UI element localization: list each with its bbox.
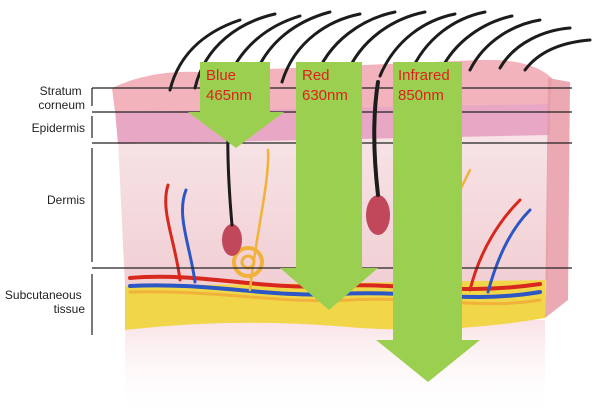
arrow-red-wavelength: 630nm [302, 87, 348, 104]
layer-label-line: tissue [54, 302, 86, 316]
arrow-red: Red 630nm [280, 62, 378, 310]
layer-label-line: Dermis [47, 193, 85, 207]
vein-branch [486, 208, 532, 294]
arrow-red-name: Red [302, 67, 330, 84]
layer-label-dermis: Dermis [47, 193, 85, 207]
arrow-blue-name: Blue [206, 67, 236, 84]
layer-label-line: Stratum [40, 84, 82, 98]
layer-label-epidermis: Epidermis [32, 121, 85, 135]
arrow-infrared-wavelength: 850nm [398, 87, 444, 104]
layer-labels: Stratum corneum Epidermis Dermis Subcuta… [5, 84, 85, 316]
hair-bulb [366, 195, 390, 235]
hair-shaft [372, 80, 380, 197]
artery-branch [468, 198, 522, 292]
hair-strand [378, 12, 457, 78]
arrow-infrared-shape [376, 62, 480, 382]
layer-label-line: Epidermis [32, 121, 85, 135]
arrow-infrared-name: Infrared [398, 67, 450, 84]
arrow-blue-wavelength: 465nm [206, 87, 252, 104]
arrow-infrared: Infrared 850nm [376, 62, 480, 382]
hair-bulb [222, 224, 242, 256]
layer-label-stratum-corneum: Stratum corneum [38, 84, 85, 112]
right-side-face [545, 78, 570, 318]
hair-strand [498, 26, 572, 70]
hair-strand [193, 12, 277, 90]
arrow-red-shape [280, 62, 378, 310]
hair-strand [468, 18, 542, 72]
arrow-blue-shape [188, 62, 284, 148]
arrow-blue-label: Blue 465nm [206, 67, 252, 104]
layer-label-subcutaneous-tissue: Subcutaneous tissue [5, 288, 85, 316]
hair-strand [168, 18, 242, 92]
nerve [128, 290, 542, 306]
hair-strand [523, 38, 592, 72]
reflection [125, 320, 545, 415]
layer-label-line: corneum [38, 98, 85, 112]
vein-branch [181, 188, 197, 284]
nerve-branch [248, 148, 270, 292]
arrow-infrared-label: Infrared 850nm [398, 67, 454, 104]
hair-strand [280, 12, 362, 84]
arrow-red-label: Red 630nm [302, 67, 348, 104]
light-arrows: Blue 465nm Red 630nm Infrared 850nm [188, 62, 480, 382]
arrow-blue: Blue 465nm [188, 62, 284, 148]
sweat-gland [232, 246, 264, 278]
layer-label-line: Subcutaneous [5, 288, 82, 302]
